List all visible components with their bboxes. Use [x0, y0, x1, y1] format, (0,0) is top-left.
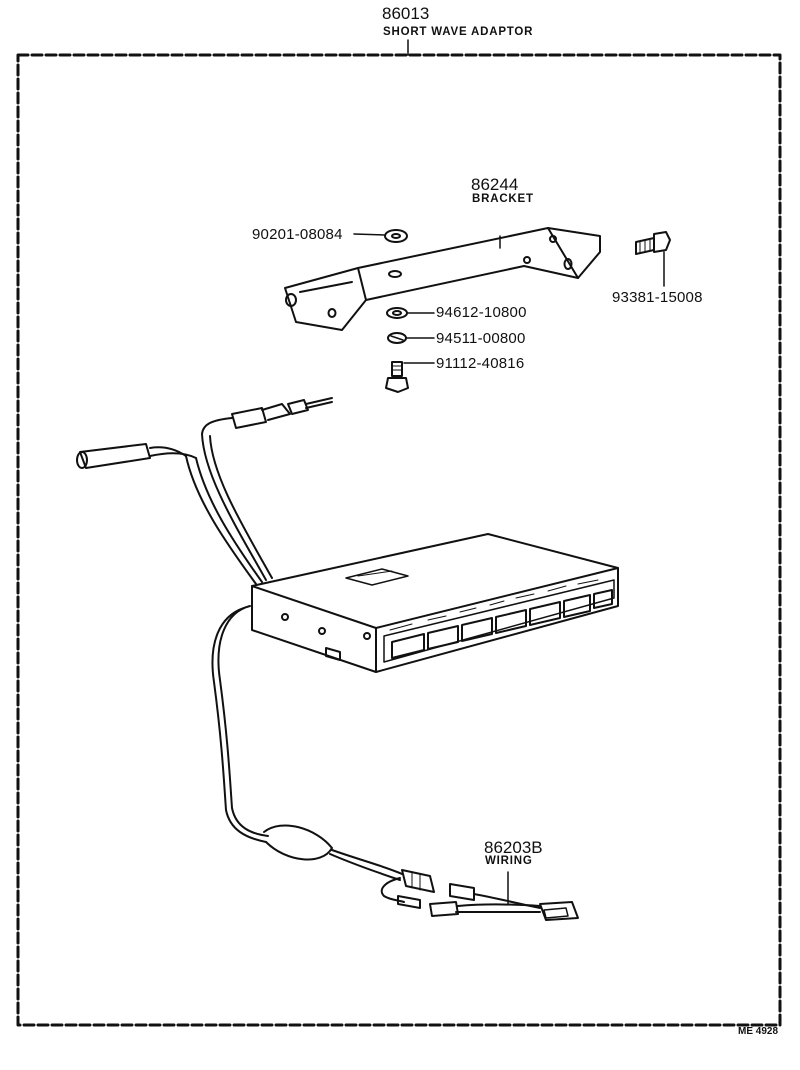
adaptor-unit-drawing [251, 533, 619, 673]
wiring-part-number: 86203B [484, 838, 543, 857]
washer-1-drawing [386, 307, 435, 319]
assembly-part-number: 86013 [382, 4, 430, 23]
washer-2-drawing [387, 332, 435, 344]
washer-1-part-number: 94612-10800 [436, 304, 527, 321]
wiring-drawing [211, 605, 579, 921]
washer-top-drawing [353, 229, 408, 243]
bracket-name: BRACKET [472, 193, 534, 205]
assembly-name: SHORT WAVE ADAPTOR [383, 26, 534, 38]
bolt-right-drawing [635, 231, 671, 287]
antenna-cables-drawing [76, 397, 333, 585]
bolt-small-drawing [385, 361, 435, 393]
washer-top-part-number: 90201-08084 [252, 226, 343, 243]
bolt-right-part-number: 93381-15008 [612, 289, 703, 306]
bolt-small-part-number: 91112-40816 [436, 355, 525, 372]
bracket-drawing [284, 227, 601, 331]
assembly-boundary [16, 53, 782, 1027]
bracket-part-number: 86244 [471, 175, 519, 194]
drawing-code: ME 4928 [738, 1026, 779, 1037]
wiring-name: WIRING [485, 855, 533, 867]
washer-2-part-number: 94511-00800 [436, 330, 526, 347]
